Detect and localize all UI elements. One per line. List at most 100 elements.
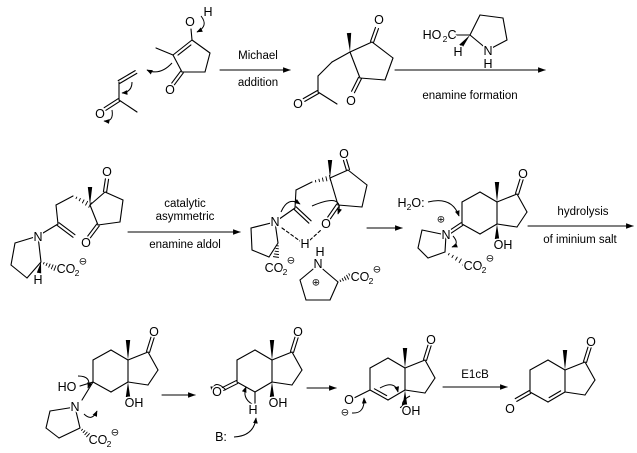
- hashed-bond: [272, 256, 280, 258]
- bond: [294, 189, 297, 209]
- atom-label: O: [165, 83, 175, 97]
- curved-arrow: [233, 417, 258, 438]
- double-bond: [102, 178, 106, 193]
- hashed-bond: [462, 260, 466, 266]
- bond: [254, 381, 273, 393]
- subscript: 2: [369, 276, 374, 286]
- double-bond: [373, 388, 388, 397]
- double-bond: [517, 177, 525, 196]
- double-bond: [351, 76, 360, 92]
- atom-label: H: [397, 196, 406, 210]
- bond: [479, 14, 504, 19]
- bond: [387, 357, 406, 369]
- bond: [92, 381, 112, 393]
- curved-arrow: [210, 384, 227, 393]
- bond: [547, 391, 566, 403]
- reaction-label: of iminium salt: [543, 234, 617, 246]
- bond: [329, 177, 339, 206]
- bond: [317, 91, 338, 105]
- wedge-bond: [402, 348, 408, 368]
- wedge-bond: [87, 187, 93, 205]
- hashed-bond: [341, 278, 344, 282]
- bond: [110, 349, 129, 361]
- bond: [317, 61, 333, 77]
- double-bond: [221, 380, 237, 389]
- bond: [424, 359, 436, 379]
- bond: [421, 229, 447, 236]
- bond: [404, 359, 426, 369]
- atom-label: N: [483, 44, 492, 58]
- bond: [317, 264, 339, 283]
- bond: [349, 51, 361, 79]
- double-bond: [302, 90, 318, 100]
- bond: [427, 251, 446, 259]
- double-bond: [514, 390, 530, 400]
- atom-label: O: [374, 13, 384, 27]
- curved-arrow: [121, 81, 133, 95]
- bond: [469, 14, 481, 36]
- double-bond: [345, 158, 351, 171]
- atom-label: O: [185, 15, 195, 29]
- wedge-bond: [327, 160, 333, 178]
- hashed-bond: [48, 263, 51, 268]
- bond: [104, 191, 124, 201]
- bond: [74, 406, 81, 429]
- atom-label: O:: [411, 196, 424, 210]
- curved-arrow: [311, 200, 342, 215]
- atom-label: O: [293, 325, 303, 339]
- hashed-bond: [75, 196, 78, 199]
- hashed-bond: [343, 276, 347, 281]
- bond: [337, 204, 363, 208]
- bond: [299, 279, 307, 301]
- hashed-bond: [458, 258, 462, 264]
- atom-label: O: [95, 107, 105, 121]
- double-bond: [329, 205, 340, 220]
- bond: [496, 193, 518, 203]
- bond: [309, 229, 322, 241]
- bond: [119, 199, 124, 223]
- hashed-bond: [84, 431, 88, 436]
- curved-arrow: [196, 15, 205, 33]
- atom-label: H: [33, 273, 42, 287]
- atom-label: N: [33, 230, 42, 244]
- atom-label: O: [212, 385, 222, 399]
- double-bond: [327, 203, 338, 218]
- negative-charge: ⊖: [373, 265, 381, 276]
- hydroxyl-label: OH: [402, 404, 421, 418]
- negative-charge: ⊖: [486, 254, 494, 265]
- bond: [190, 28, 193, 41]
- hashed-bond: [78, 198, 81, 202]
- bond: [155, 47, 174, 56]
- bond: [461, 223, 481, 235]
- wedge-bond: [459, 35, 470, 48]
- bond: [564, 391, 586, 396]
- bond: [45, 427, 60, 439]
- bond: [37, 223, 59, 237]
- bond: [97, 221, 121, 226]
- carboxylate-label: CO: [57, 262, 76, 276]
- hashed-bond: [447, 253, 450, 256]
- double-bond: [425, 343, 433, 362]
- negative-charge: ⊖: [287, 256, 295, 267]
- bond: [444, 234, 447, 253]
- carboxylate-label: CO: [351, 270, 370, 284]
- bond: [404, 389, 426, 394]
- bond: [89, 191, 106, 206]
- hashed-bond: [325, 176, 328, 182]
- bond: [58, 427, 81, 439]
- hashed-bond: [85, 200, 89, 206]
- hashed-bond: [321, 177, 324, 182]
- bond: [516, 211, 528, 228]
- atom-label: H: [203, 5, 212, 19]
- bond: [584, 361, 596, 381]
- wedge-bond: [36, 262, 42, 274]
- hashed-bond: [81, 199, 85, 204]
- double-bond: [171, 70, 182, 84]
- bonds-layer: [10, 14, 596, 440]
- atom-label: N: [270, 215, 279, 229]
- bond: [14, 235, 39, 244]
- negative-charge: ⊖: [341, 408, 349, 419]
- hashed-bond: [80, 428, 84, 431]
